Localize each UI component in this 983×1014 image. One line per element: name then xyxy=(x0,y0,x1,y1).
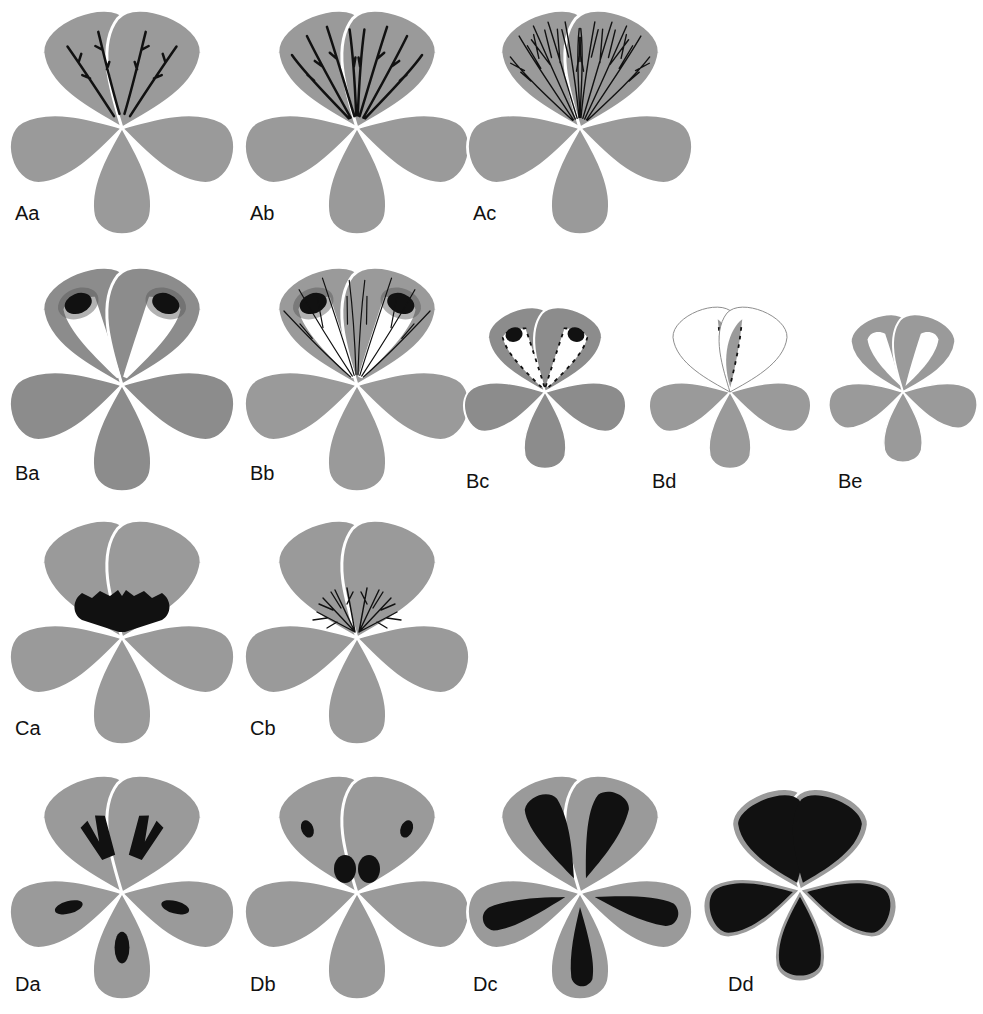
panel-label: Ba xyxy=(15,462,39,484)
panel-label: Aa xyxy=(15,202,39,224)
panel-label: Bb xyxy=(250,462,274,484)
panel-label: Bd xyxy=(652,470,676,492)
panel-label: Db xyxy=(250,973,276,995)
panel-label: Be xyxy=(838,470,862,492)
panel-label: Ab xyxy=(250,202,274,224)
panel-label: Dd xyxy=(728,973,754,995)
panel-label: Dc xyxy=(473,973,497,995)
panel-label: Ac xyxy=(473,202,496,224)
panel-label: Cb xyxy=(250,717,276,739)
panel-label: Da xyxy=(15,973,41,995)
panel-label: Ca xyxy=(15,717,41,739)
panel-label: Bc xyxy=(466,470,489,492)
